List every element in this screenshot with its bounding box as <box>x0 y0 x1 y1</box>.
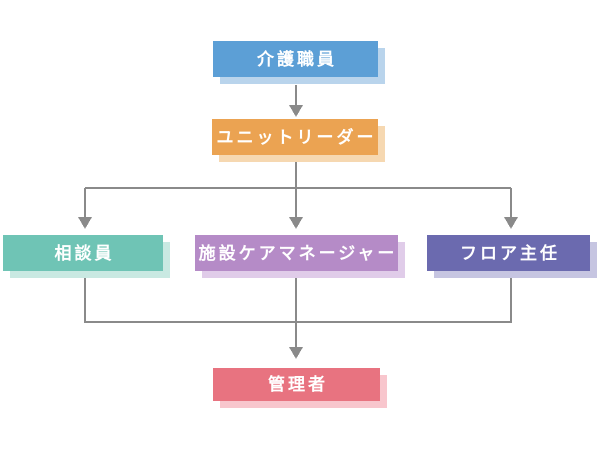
node-care-staff: 介護職員 <box>213 41 385 84</box>
node-box: フロア主任 <box>427 235 590 271</box>
node-unit-leader: ユニットリーダー <box>212 119 385 162</box>
node-box: 施設ケアマネージャー <box>195 235 398 271</box>
node-box: ユニットリーダー <box>212 119 378 155</box>
node-label: 管理者 <box>268 375 328 394</box>
node-label: 介護職員 <box>257 49 337 69</box>
node-box: 介護職員 <box>213 41 378 77</box>
node-label: ユニットリーダー <box>216 127 377 147</box>
node-box: 相談員 <box>3 235 163 271</box>
node-label: 相談員 <box>54 243 115 263</box>
arrowhead-manager <box>289 347 303 359</box>
arrowhead-unit-leader <box>289 105 303 117</box>
node-floor-chief: フロア主任 <box>427 235 597 278</box>
node-label: 施設ケアマネージャー <box>198 243 398 263</box>
arrowhead-counselor <box>78 217 92 229</box>
node-label: フロア主任 <box>460 243 560 263</box>
node-box: 管理者 <box>213 368 380 401</box>
node-counselor: 相談員 <box>3 235 170 278</box>
arrowhead-facility-care-manager <box>289 217 303 229</box>
node-manager: 管理者 <box>213 368 387 408</box>
node-facility-care-manager: 施設ケアマネージャー <box>195 235 405 278</box>
arrowhead-floor-chief <box>504 217 518 229</box>
